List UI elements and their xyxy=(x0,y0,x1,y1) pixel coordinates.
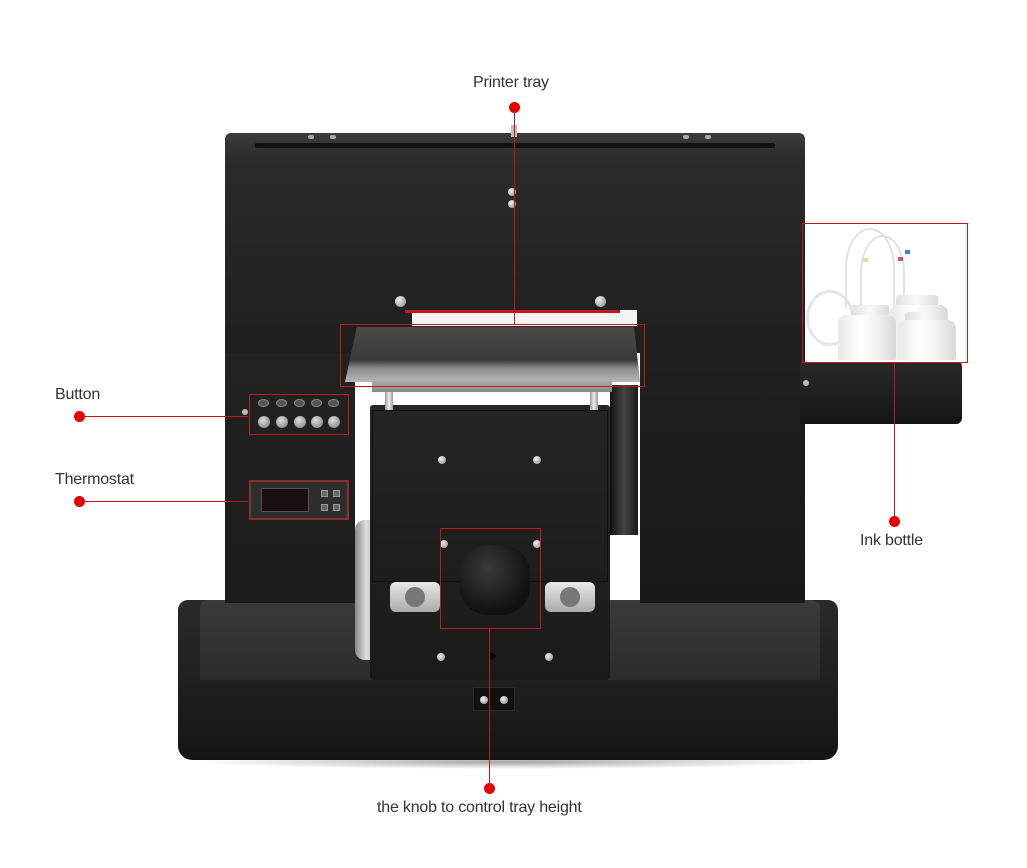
knob-leader-line xyxy=(489,629,490,787)
printer-lower-left-panel xyxy=(225,353,355,603)
indicator-light xyxy=(258,399,269,407)
printer-lower-right-panel xyxy=(640,353,805,603)
down-arrow-icon xyxy=(333,504,340,511)
knob-highlight-box xyxy=(440,528,541,629)
ink-button-icon xyxy=(311,416,323,428)
thermostat-key xyxy=(321,504,328,511)
top-slot xyxy=(255,143,775,148)
tray-height-knob xyxy=(460,545,530,615)
ink-bottle-leader-line xyxy=(894,363,895,519)
magenta-tube-marker xyxy=(898,257,903,261)
tray-leg xyxy=(590,390,598,410)
screw-icon xyxy=(595,296,606,307)
thermostat-label: Thermostat xyxy=(55,471,134,488)
screw-icon xyxy=(545,653,553,661)
left-clamp xyxy=(390,582,440,612)
screw-icon xyxy=(437,653,445,661)
tray-leg xyxy=(385,390,393,410)
thermostat-display xyxy=(261,488,309,512)
printer-tray-leader-line xyxy=(514,108,515,324)
shelf-bolt xyxy=(803,380,809,386)
thermostat-unit xyxy=(250,481,348,519)
button-label: Button xyxy=(55,386,101,403)
feed-button-icon xyxy=(276,416,288,428)
callout-dot-icon xyxy=(509,102,520,113)
screw-icon xyxy=(440,540,448,548)
right-rail xyxy=(610,385,638,535)
printer-tray-highlight-box xyxy=(340,324,645,387)
ink-bottle-highlight-box xyxy=(802,223,968,363)
power-button-icon xyxy=(258,416,270,428)
yellow-tube-marker xyxy=(863,258,868,262)
screw-icon xyxy=(533,540,541,548)
screw-icon xyxy=(508,188,516,196)
ink-bottle xyxy=(838,315,896,360)
right-clamp xyxy=(545,582,595,612)
callout-dot-icon xyxy=(74,496,85,507)
printer-tray xyxy=(345,327,640,382)
screw-icon xyxy=(683,135,689,139)
screw-icon xyxy=(508,200,516,208)
indicator-light xyxy=(276,399,287,407)
printer-tray-label: Printer tray xyxy=(473,74,549,91)
screw-icon xyxy=(480,696,488,704)
callout-dot-icon xyxy=(74,411,85,422)
screw-icon xyxy=(308,135,314,139)
screw-icon xyxy=(500,696,508,704)
knob-label: the knob to control tray height xyxy=(377,799,582,816)
up-arrow-icon xyxy=(333,490,340,497)
screw-icon xyxy=(438,456,446,464)
thermostat-key xyxy=(321,490,328,497)
tray-gap xyxy=(412,310,637,326)
ink-bottle xyxy=(898,320,956,360)
screw-icon xyxy=(395,296,406,307)
blue-tube-marker xyxy=(905,250,910,254)
base-bracket xyxy=(473,687,515,711)
thermostat-leader-line xyxy=(80,501,248,502)
button-leader-line xyxy=(80,416,248,417)
paper-button-icon xyxy=(328,416,340,428)
screw-icon xyxy=(705,135,711,139)
ink-bottle-shelf xyxy=(800,362,962,424)
screw-icon xyxy=(533,456,541,464)
control-button-panel xyxy=(250,395,350,435)
ink-tube xyxy=(860,235,905,310)
thermostat-highlight-box xyxy=(249,480,349,520)
screw-icon xyxy=(330,135,336,139)
button-highlight-box xyxy=(249,394,349,435)
indicator-light xyxy=(294,399,305,407)
indicator-light xyxy=(311,399,322,407)
callout-dot-icon xyxy=(889,516,900,527)
panel-bolt xyxy=(242,409,248,415)
tray-rail xyxy=(405,310,620,313)
indicator-light xyxy=(328,399,339,407)
clean-button-icon xyxy=(294,416,306,428)
callout-dot-icon xyxy=(484,783,495,794)
ink-bottle-label: Ink bottle xyxy=(860,532,923,549)
hole xyxy=(489,653,495,659)
